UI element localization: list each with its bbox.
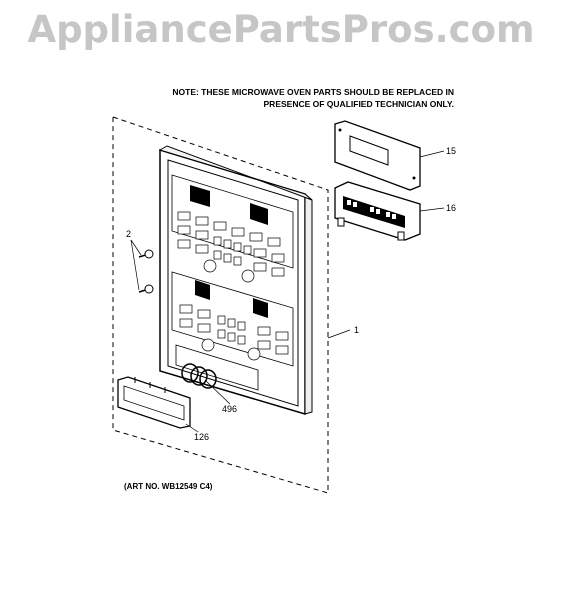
callout-126: 126 <box>194 432 209 442</box>
control-panel-part[interactable] <box>158 145 313 416</box>
trim-piece-part[interactable] <box>117 376 191 429</box>
art-number: (ART NO. WB12549 C4) <box>124 482 213 491</box>
harness-ring-part[interactable] <box>181 363 217 389</box>
note-line-1: NOTE: THESE MICROWAVE OVEN PARTS SHOULD … <box>172 87 454 97</box>
screw-part[interactable] <box>138 249 154 294</box>
callout-496: 496 <box>222 404 237 414</box>
note-line-2: PRESENCE OF QUALIFIED TECHNICIAN ONLY. <box>263 99 454 109</box>
replacement-note: NOTE: THESE MICROWAVE OVEN PARTS SHOULD … <box>134 86 454 110</box>
display-module-part[interactable] <box>334 181 421 241</box>
watermark-text: AppliancePartsPros.com <box>27 8 535 51</box>
callout-15: 15 <box>446 146 456 156</box>
callout-2: 2 <box>126 229 131 239</box>
callout-1: 1 <box>354 325 359 335</box>
control-board-part[interactable] <box>334 120 421 191</box>
callout-16: 16 <box>446 203 456 213</box>
assembly-boundary <box>112 116 329 494</box>
